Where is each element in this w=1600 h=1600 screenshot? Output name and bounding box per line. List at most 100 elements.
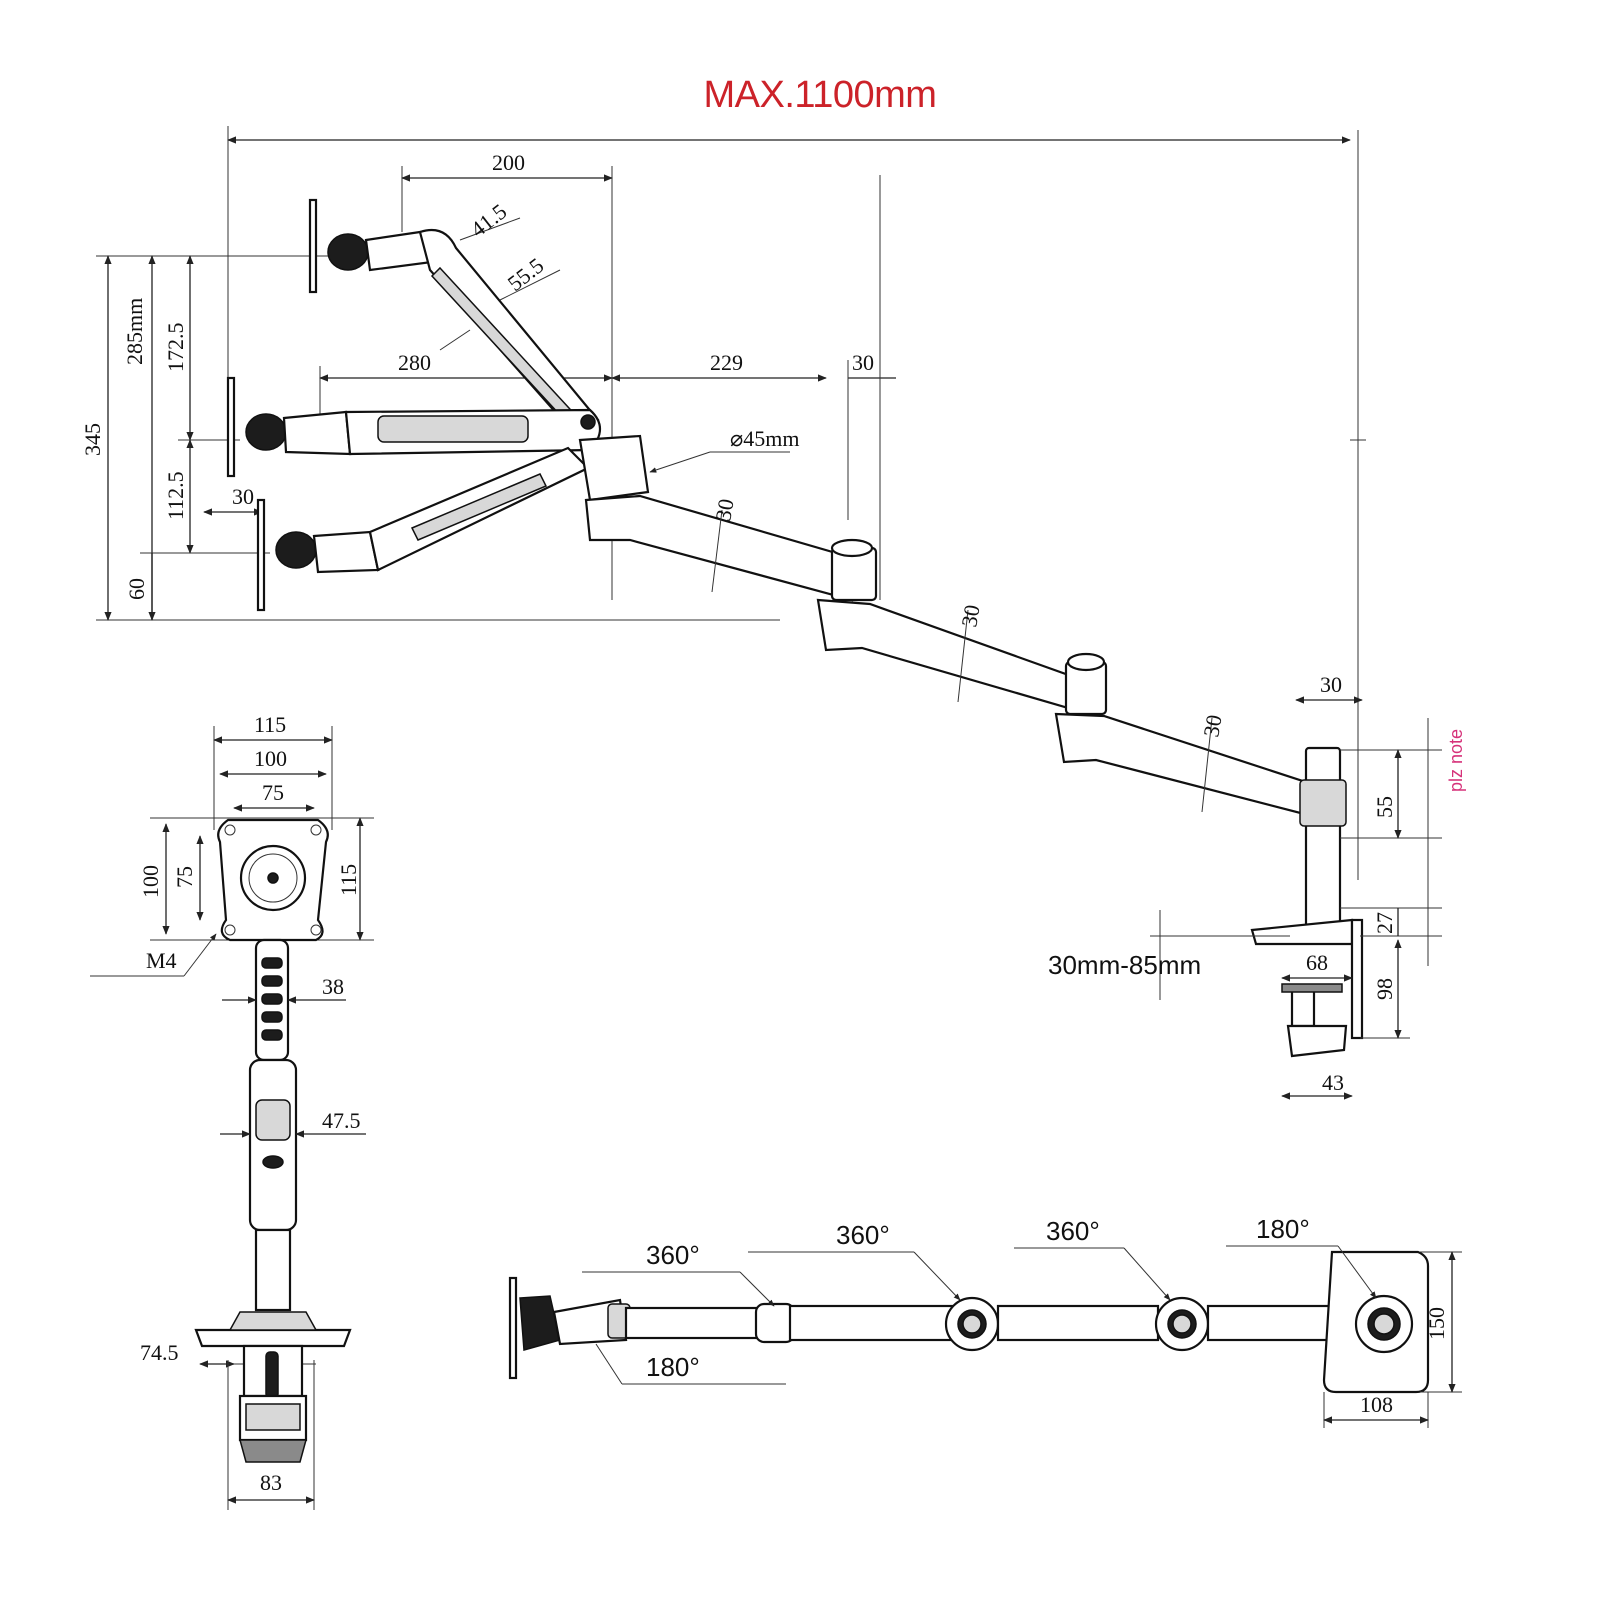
- forearm-raised: [418, 228, 600, 442]
- dim-label-229: 229: [710, 350, 743, 375]
- dim-label-55: 55: [1372, 796, 1397, 818]
- dim-label-30-vesa: 30: [232, 484, 254, 509]
- joint-2-cap: [830, 538, 874, 558]
- leader: [1337, 1245, 1377, 1299]
- leader: [739, 1271, 775, 1307]
- link-1-top-view: [788, 1304, 972, 1342]
- dim-label-link-30-c: 30: [1198, 713, 1226, 739]
- rotation-label-360-c: 360°: [1046, 1216, 1100, 1246]
- clamp-screw: [1290, 988, 1316, 1028]
- base-pole-joint: [1299, 779, 1347, 827]
- dim-label-47-5: 47.5: [322, 1108, 361, 1133]
- coil: [261, 1029, 283, 1041]
- base-plate: [1250, 918, 1354, 946]
- clamp-bar: [1281, 983, 1343, 993]
- vesa-center-ring: [248, 853, 298, 903]
- base-front: [194, 1328, 352, 1348]
- clamp-range-label: 30mm-85mm: [1048, 950, 1201, 980]
- dim-label-h-75: 75: [172, 866, 197, 888]
- gas-spring-level: [377, 415, 529, 443]
- dim-label-60: 60: [124, 578, 149, 600]
- dim-label-pole-diameter: ⌀45mm: [730, 426, 799, 451]
- leader: [595, 1343, 623, 1385]
- vesa-plate-mid: [226, 376, 236, 478]
- dim-label-74-5: 74.5: [140, 1340, 179, 1365]
- leader: [183, 933, 217, 977]
- arm-position-level: [245, 408, 602, 456]
- dim-label-w-115: 115: [254, 712, 286, 737]
- coil: [261, 993, 283, 1005]
- elbow-pivot: [580, 414, 596, 430]
- dim-marker: [1201, 717, 1213, 813]
- vesa-plate-low: [256, 498, 266, 612]
- leader: [459, 217, 521, 241]
- dim-label-68: 68: [1306, 950, 1328, 975]
- dim-label-150: 150: [1424, 1307, 1449, 1340]
- leader: [499, 269, 561, 301]
- link-2-top-view: [996, 1304, 1160, 1342]
- dim-marker: [957, 609, 969, 703]
- dim-label-base-30: 30: [1320, 672, 1342, 697]
- leader: [439, 329, 471, 351]
- clamp-pad: [1286, 1024, 1348, 1058]
- tilt-knob: [245, 413, 287, 451]
- tilt-joint: [282, 410, 352, 456]
- dim-label-link-30-b: 30: [956, 603, 984, 629]
- side-view: 200 41.5 55.5 280 229 30 ⌀45mm 345 285mm…: [80, 126, 1466, 1100]
- coil: [261, 975, 283, 987]
- joint-2-core: [1172, 1314, 1192, 1334]
- arm-front: [248, 1058, 298, 1232]
- dim-label-w-100: 100: [254, 746, 287, 771]
- dim-label-83: 83: [260, 1470, 282, 1495]
- tilt-joint: [312, 530, 380, 574]
- dim-label-30-top: 30: [852, 350, 874, 375]
- arm-position-lowered: [275, 446, 590, 574]
- dim-label-38: 38: [322, 974, 344, 999]
- tilt-knob: [327, 233, 369, 271]
- dim-label-27: 27: [1372, 912, 1397, 934]
- clamp-block-front: [245, 1403, 301, 1431]
- screw-hole: [224, 924, 236, 936]
- dim-label-98: 98: [1372, 978, 1397, 1000]
- arm-position-raised: [327, 228, 600, 442]
- plz-note-label: plz note: [1446, 729, 1466, 792]
- screw-hole: [310, 824, 322, 836]
- leader: [649, 451, 711, 473]
- leader: [913, 1251, 961, 1301]
- dim-marker: [711, 509, 723, 593]
- dim-label-43: 43: [1322, 1070, 1344, 1095]
- rotation-label-360-a: 360°: [646, 1240, 700, 1270]
- max-length-title: MAX.1100mm: [703, 74, 937, 116]
- coil: [261, 957, 283, 969]
- top-view: 360° 360° 360° 180° 180° 150 108: [508, 1214, 1462, 1428]
- dim-label-112-5: 112.5: [163, 471, 188, 520]
- dim-label-m4: M4: [146, 948, 177, 973]
- vesa-plate-top-view: [508, 1276, 518, 1380]
- rotation-label-180-bottom: 180°: [646, 1352, 700, 1382]
- dim-label-h-115: 115: [336, 864, 361, 896]
- joint-3-cap: [1066, 652, 1106, 672]
- elbow-top-view: [754, 1302, 796, 1344]
- coil: [261, 1011, 283, 1023]
- dim-label-link-30-a: 30: [710, 497, 738, 523]
- screw-hole: [224, 824, 236, 836]
- dim-label-172-5: 172.5: [163, 323, 188, 373]
- clamp-upright: [1350, 918, 1364, 1040]
- spring-coils: [261, 957, 283, 1041]
- dim-label-55-5: 55.5: [503, 253, 549, 296]
- extension-link-2: [816, 598, 1090, 714]
- leader: [1123, 1247, 1171, 1301]
- clamp-screw-front: [265, 1351, 279, 1399]
- dim-label-280: 280: [398, 350, 431, 375]
- joint-1-core: [962, 1314, 982, 1334]
- pole-front: [254, 1228, 292, 1312]
- rotation-label-360-b: 360°: [836, 1220, 890, 1250]
- arm-front-joint: [255, 1099, 291, 1141]
- base-pole: [1304, 746, 1342, 930]
- elbow-joint: [578, 434, 650, 502]
- pole-core: [1373, 1313, 1395, 1335]
- dim-label-w-75: 75: [262, 780, 284, 805]
- gas-spring-lowered: [410, 473, 548, 541]
- tilt-knob: [275, 531, 317, 569]
